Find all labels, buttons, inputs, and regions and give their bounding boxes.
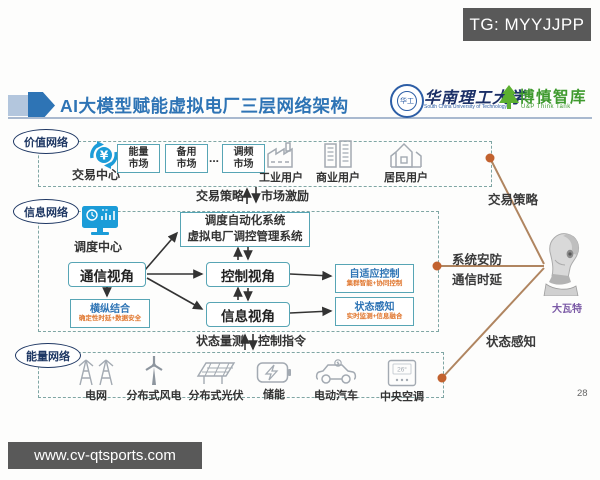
hz-combine-box: 横纵结合 确定性时延+数据安全: [70, 299, 150, 328]
market-box-energy: 能量 市场: [117, 144, 160, 173]
robot-name-label: 大瓦特: [552, 304, 582, 315]
ev-car-icon: [314, 359, 358, 386]
wind-power-label: 分布式风电: [126, 390, 182, 402]
grid-towers-icon: [76, 357, 116, 386]
system-box-line2: 虚拟电厂调控管理系统: [187, 230, 303, 243]
trade-center-label: 交易中心: [72, 168, 121, 182]
wind-turbine-icon: [140, 355, 168, 386]
industrial-user-label: 工业用户: [259, 172, 303, 184]
flow-trade-strategy-label: 交易策略: [196, 189, 245, 203]
right-state-sense-label: 状态感知: [486, 335, 537, 349]
flow-control-cmd-label: 控制指令: [258, 334, 307, 348]
system-box-line1: 调度自动化系统: [204, 214, 286, 227]
state-sense-box: 状态感知 实时监测+信息融合: [335, 297, 414, 326]
scut-seal-text: 华工: [397, 91, 417, 111]
state-title: 状态感知: [354, 301, 395, 313]
info-network-label: 信息网络: [13, 199, 79, 224]
svg-text:26°: 26°: [397, 366, 407, 374]
solar-power-label: 分布式光伏: [188, 390, 244, 402]
houses-icon: [389, 140, 423, 168]
ev-item: 电动汽车: [312, 359, 360, 403]
scut-seal-logo: 华工: [390, 84, 424, 118]
storage-item: 储能: [253, 360, 295, 402]
residential-user-label: 居民用户: [384, 172, 428, 184]
scut-subtitle: South China University of Technology: [424, 104, 508, 110]
watermark-url: www.cv-qtsports.com: [8, 442, 202, 469]
title-arrow-icon: [28, 92, 55, 119]
adaptive-control-box: 自适应控制 集群智能+协同控制: [335, 264, 414, 293]
storage-label: 储能: [263, 389, 285, 401]
market-line1: 调频: [233, 147, 254, 158]
power-grid-label: 电网: [85, 390, 107, 402]
right-trade-strategy-label: 交易策略: [488, 193, 539, 207]
info-network-box: [38, 211, 439, 332]
hvac-label: 中央空调: [380, 391, 424, 403]
dispatch-monitor-icon: [80, 205, 120, 237]
industrial-user: 工业用户: [258, 142, 304, 185]
right-system-security-label: 系统安防: [452, 253, 503, 267]
power-grid-item: 电网: [72, 357, 120, 403]
dispatch-automation-system-box: 调度自动化系统 虚拟电厂调控管理系统: [180, 212, 310, 247]
title-divider: [8, 117, 592, 119]
market-line1: 能量: [128, 147, 149, 158]
ev-label: 电动汽车: [314, 390, 358, 402]
thinktank-tree-icon: [498, 84, 520, 110]
right-comm-latency-label: 通信时延: [452, 273, 503, 287]
markets-ellipsis: ...: [209, 151, 220, 165]
hz-title: 横纵结合: [90, 303, 130, 315]
market-line1: 备用: [176, 147, 197, 158]
svg-text:¥: ¥: [100, 149, 109, 163]
page-number: 28: [577, 388, 588, 399]
residential-user: 居民用户: [383, 140, 429, 185]
solar-power-item: 分布式光伏: [187, 360, 245, 403]
thermostat-icon: 26°: [387, 359, 417, 387]
flow-state-measure-label: 状态量测: [196, 334, 245, 348]
wind-power-item: 分布式风电: [125, 355, 183, 403]
thinktank-subtitle: U&P Think Tank: [521, 104, 571, 110]
market-box-freq: 调频 市场: [222, 144, 265, 173]
comm-view-box: 通信视角: [68, 262, 146, 287]
flow-market-incentive-label: 市场激励: [261, 189, 310, 203]
adaptive-subtitle: 集群智能+协同控制: [346, 280, 403, 288]
trade-center-icon: ¥: [84, 140, 124, 174]
thinktank-name: 博慎智库: [519, 89, 588, 106]
title-decoration-square: [8, 95, 30, 116]
commercial-user-label: 商业用户: [316, 172, 360, 184]
dawatt-robot-image: [540, 230, 584, 296]
market-box-reserve: 备用 市场: [165, 144, 208, 173]
market-line2: 市场: [233, 158, 254, 170]
state-subtitle: 实时监测+信息融合: [346, 313, 403, 321]
info-view-box: 信息视角: [206, 302, 290, 327]
hvac-item: 26° 中央空调: [378, 359, 426, 404]
energy-network-label: 能量网络: [15, 343, 81, 368]
tg-badge: TG: MYYJJPP: [463, 8, 591, 41]
commercial-user: 商业用户: [315, 140, 361, 185]
dispatch-center-label: 调度中心: [74, 240, 123, 254]
market-line2: 市场: [128, 158, 149, 170]
control-view-box: 控制视角: [206, 262, 290, 287]
battery-icon: [256, 360, 292, 385]
solar-panel-icon: [194, 360, 238, 386]
factory-icon: [266, 142, 296, 168]
market-line2: 市场: [176, 158, 197, 170]
value-network-label: 价值网络: [13, 129, 79, 154]
buildings-icon: [323, 140, 353, 168]
hz-subtitle: 确定性时延+数据安全: [78, 315, 142, 323]
adaptive-title: 自适应控制: [349, 268, 400, 280]
page-title: AI大模型赋能虚拟电厂三层网络架构: [60, 96, 349, 116]
